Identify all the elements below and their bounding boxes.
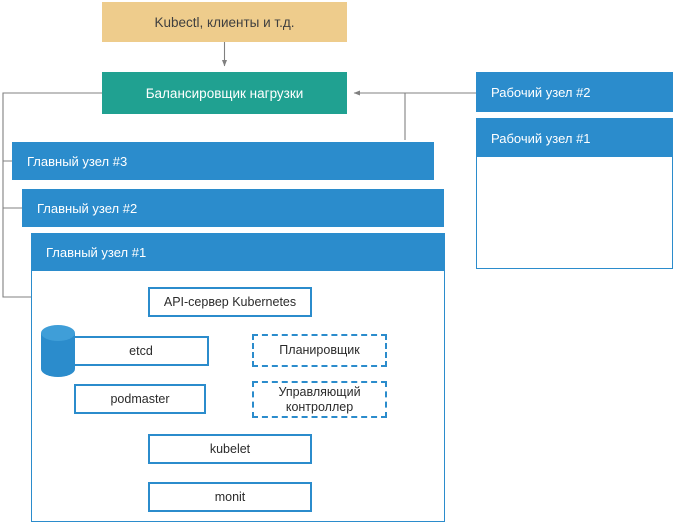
scheduler-box[interactable]: Планировщик [252,334,387,367]
worker-node-2-label: Рабочий узел #2 [491,84,591,100]
kubelet-box[interactable]: kubelet [148,434,312,464]
worker-node-1-card[interactable]: Рабочий узел #1 [476,118,673,269]
podmaster-label: podmaster [110,391,170,406]
cylinder-top [41,325,75,341]
master-node-3-card[interactable]: Главный узел #3 [12,142,434,180]
database-cylinder-icon [41,325,75,377]
master-node-1-label: Главный узел #1 [46,245,147,260]
controller-manager-label: Управляющий контроллер [278,385,361,414]
monit-label: monit [214,489,246,504]
etcd-label: etcd [129,343,153,358]
podmaster-box[interactable]: podmaster [74,384,206,414]
controller-manager-box[interactable]: Управляющий контроллер [252,381,387,418]
worker-node-1-label: Рабочий узел #1 [491,130,591,146]
master-node-3-header: Главный узел #3 [13,143,433,179]
master-node-2-label: Главный узел #2 [37,200,138,216]
api-server-box[interactable]: API-сервер Kubernetes [148,287,312,317]
kubelet-label: kubelet [209,441,251,456]
etcd-box[interactable]: etcd [73,336,209,366]
worker-node-2-header: Рабочий узел #2 [477,73,672,111]
load-balancer-box[interactable]: Балансировщик нагрузки [102,72,347,114]
clients-label: Kubectl, клиенты и т.д. [154,14,295,30]
worker-node-1-header: Рабочий узел #1 [477,119,672,157]
master-node-2-header: Главный узел #2 [23,190,443,226]
master-node-1-header: Главный узел #1 [32,234,444,271]
api-server-label: API-сервер Kubernetes [163,294,297,309]
master-node-2-card[interactable]: Главный узел #2 [22,189,444,227]
load-balancer-label: Балансировщик нагрузки [145,85,304,101]
master-node-3-label: Главный узел #3 [27,153,128,169]
master-node-1-card[interactable]: Главный узел #1 [31,233,445,522]
clients-box[interactable]: Kubectl, клиенты и т.д. [102,2,347,42]
worker-node-2-card[interactable]: Рабочий узел #2 [476,72,673,112]
scheduler-label: Планировщик [279,343,360,358]
monit-box[interactable]: monit [148,482,312,512]
